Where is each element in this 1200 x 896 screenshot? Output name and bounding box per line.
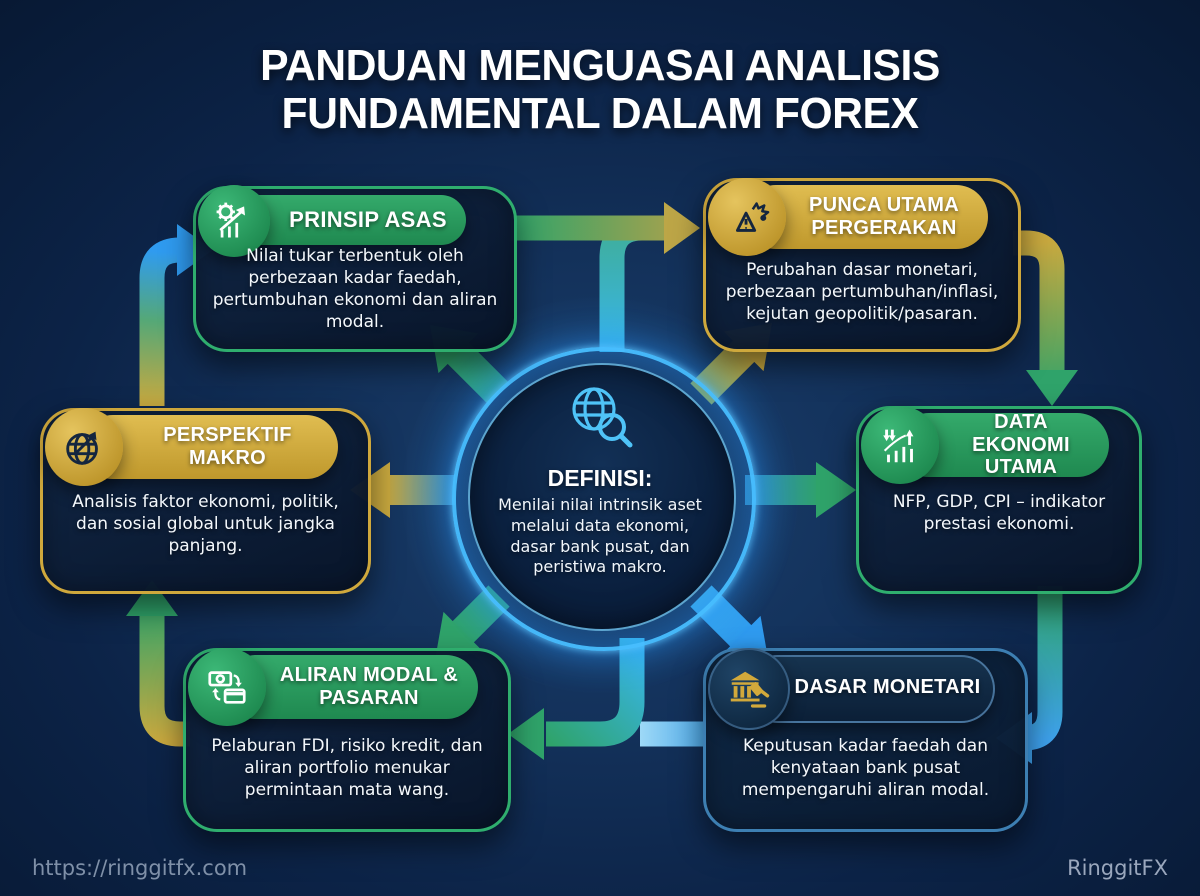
node-title: PUNCA UTAMA PERGERAKAN — [809, 194, 959, 239]
node-body: Keputusan kadar faedah dan kenyataan ban… — [741, 736, 990, 801]
node-body: Pelaburan FDI, risiko kredit, dan aliran… — [211, 736, 483, 801]
center-circle-ring — [452, 347, 756, 651]
arrow-center-bottom-branch — [508, 638, 706, 760]
arrow-center-top-branch — [511, 202, 700, 352]
bank-gavel-icon — [708, 648, 790, 730]
node-header: PRINSIP ASAS — [198, 183, 466, 271]
node-title: DASAR MONETARI — [794, 675, 981, 698]
node-body: Analisis faktor ekonomi, politik, dan so… — [72, 492, 339, 557]
definition-body: Menilai nilai intrinsik aset melalui dat… — [498, 495, 702, 577]
arrow-aliran-to-makro — [126, 580, 190, 747]
arrow-center-to-data — [745, 462, 856, 518]
node-punca-utama-pergerakan: PUNCA UTAMA PERGERAKAN Perubahan dasar m… — [703, 178, 1021, 352]
page-title-line2: FUNDAMENTAL DALAM FOREX — [281, 88, 919, 138]
node-perspektif-makro: PERSPEKTIF MAKRO Analisis faktor ekonomi… — [40, 408, 371, 594]
node-title: DATA EKONOMI UTAMA — [972, 411, 1070, 479]
node-header: DASAR MONETARI — [708, 645, 995, 733]
header-pill — [234, 195, 466, 245]
footer-brand: RinggitFX — [1067, 856, 1168, 880]
node-aliran-modal-pasaran: ALIRAN MODAL & PASARAN Pelaburan FDI, ri… — [183, 648, 511, 832]
node-data-ekonomi-utama: DATA EKONOMI UTAMA NFP, GDP, CPI – indik… — [856, 406, 1142, 594]
globe-magnifier-icon — [558, 379, 642, 463]
node-dasar-monetari: DASAR MONETARI Keputusan kadar faedah da… — [703, 648, 1028, 832]
header-pill — [81, 415, 338, 479]
money-card-exchange-icon — [188, 648, 266, 726]
definition-heading: DEFINISI: — [547, 465, 653, 491]
header-pill — [224, 655, 478, 719]
node-header: DATA EKONOMI UTAMA — [861, 403, 1109, 491]
footer-website: https://ringgitfx.com — [32, 856, 248, 880]
node-body: NFP, GDP, CPI – indikator prestasi ekono… — [892, 492, 1106, 535]
gear-growth-chart-icon — [198, 185, 270, 257]
node-prinsip-asas: PRINSIP ASAS Nilai tukar terbentuk oleh … — [193, 183, 517, 352]
globe-trend-icon — [45, 408, 123, 486]
node-title: PRINSIP ASAS — [289, 206, 447, 232]
node-body: Perubahan dasar monetari, perbezaan pert… — [725, 260, 999, 325]
node-header: PUNCA UTAMA PERGERAKAN — [708, 175, 988, 263]
definition-hub: DEFINISI: Menilai nilai intrinsik aset m… — [468, 363, 732, 627]
header-pill — [744, 655, 995, 723]
node-title: PERSPEKTIF MAKRO — [163, 424, 292, 469]
page-title-line1: PANDUAN MENGUASAI ANALISIS — [260, 41, 940, 90]
bar-chart-arrows-icon — [861, 406, 939, 484]
warning-explosion-icon — [708, 178, 786, 256]
node-header: PERSPEKTIF MAKRO — [45, 405, 338, 493]
node-title: ALIRAN MODAL & PASARAN — [279, 664, 459, 709]
node-header: ALIRAN MODAL & PASARAN — [188, 645, 478, 733]
arrow-punca-to-data — [1013, 230, 1078, 406]
page-title: PANDUAN MENGUASAI ANALISIS FUNDAMENTAL D… — [18, 42, 1182, 138]
node-body: Nilai tukar terbentuk oleh perbezaan kad… — [212, 246, 498, 333]
